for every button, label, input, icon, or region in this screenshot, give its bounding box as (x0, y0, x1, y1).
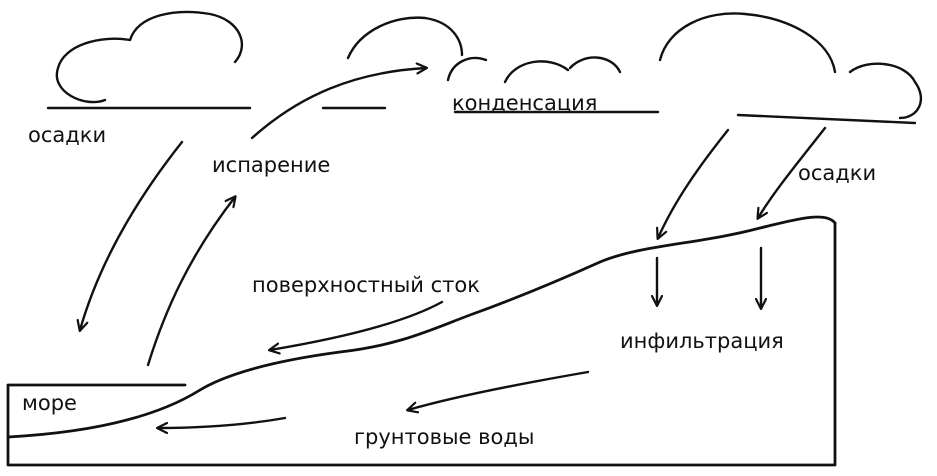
land-surface (6, 215, 837, 439)
label-condensation: конденсация (452, 91, 597, 115)
label-infiltration: инфильтрация (620, 329, 784, 353)
groundwater-arrow-lower (158, 416, 287, 428)
evaporation-arrow-upper (250, 68, 426, 140)
precipitation-arrow-right-2 (758, 126, 827, 218)
cloud-middle (321, 16, 622, 110)
cloud-left (46, 10, 252, 110)
land-border (6, 221, 837, 467)
surface-runoff-arrow (270, 300, 444, 350)
precipitation-arrow-right-1 (658, 128, 730, 238)
label-groundwater: грунтовые воды (354, 425, 534, 449)
labels: осадки испарение конденсация осадки пове… (22, 91, 876, 449)
groundwater-arrow-upper (408, 370, 590, 410)
label-surface-runoff: поверхностный сток (252, 273, 480, 297)
cloud-right (453, 12, 922, 125)
precipitation-arrow-left (80, 140, 184, 330)
process-arrows (80, 68, 827, 428)
label-precipitation-right: осадки (798, 161, 876, 185)
label-precipitation-left: осадки (28, 123, 106, 147)
label-sea: море (22, 391, 77, 415)
evaporation-arrow-lower (146, 197, 235, 367)
label-evaporation: испарение (212, 153, 330, 177)
landscape (6, 215, 837, 467)
